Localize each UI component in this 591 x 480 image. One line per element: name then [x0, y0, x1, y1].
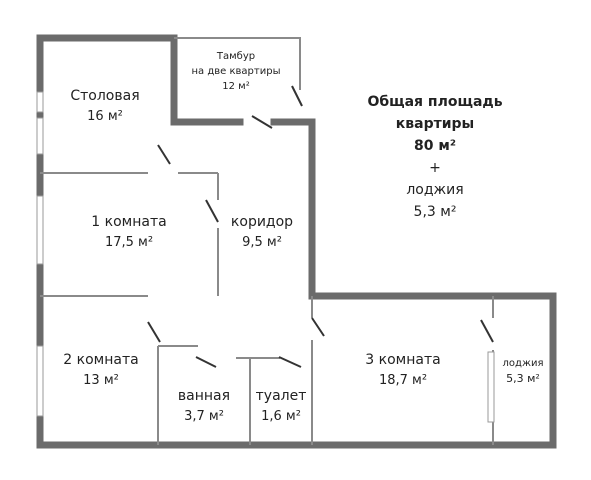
- room3-name: 3 комната: [365, 352, 440, 368]
- door-room2: [147, 321, 161, 343]
- summary-loggia-label: лоджия: [406, 182, 463, 198]
- loggia-name: лоджия: [503, 358, 544, 369]
- summary-plus: +: [429, 160, 441, 176]
- inner-walls: [40, 37, 494, 445]
- windows: [36, 91, 495, 423]
- door-entrance: [251, 115, 273, 129]
- door-room3: [311, 317, 325, 337]
- vestibule-name-2: на две квартиры: [192, 66, 281, 77]
- corridor-area: 9,5 м²: [242, 235, 282, 250]
- toilet-area: 1,6 м²: [261, 409, 301, 424]
- door-dining: [157, 144, 171, 165]
- bathroom-area: 3,7 м²: [184, 409, 224, 424]
- door-bathroom: [195, 356, 217, 368]
- dining-name: Столовая: [70, 88, 139, 104]
- window-loggia: [487, 351, 495, 423]
- vestibule-wall: [174, 37, 301, 90]
- window-room2: [36, 345, 44, 417]
- window-dining-2: [36, 117, 44, 155]
- dining-area: 16 м²: [87, 109, 123, 124]
- summary-loggia-area: 5,3 м²: [414, 204, 457, 220]
- door-toilet: [278, 356, 302, 368]
- room-labels: Столовая 16 м² Тамбур на две квартиры 12…: [63, 51, 543, 424]
- vestibule-area: 12 м²: [222, 81, 249, 92]
- room1-name: 1 комната: [91, 214, 166, 230]
- loggia-area: 5,3 м²: [506, 372, 540, 385]
- summary-total: 80 м²: [414, 138, 456, 154]
- door-vestibule: [291, 85, 303, 107]
- room2-name: 2 комната: [63, 352, 138, 368]
- window-dining-1: [36, 91, 44, 113]
- window-room1: [36, 195, 44, 265]
- room3-area: 18,7 м²: [379, 373, 427, 388]
- vestibule-name-1: Тамбур: [216, 51, 255, 62]
- door-room1: [205, 199, 219, 223]
- corridor-name: коридор: [231, 214, 293, 230]
- area-summary: Общая площадь квартиры 80 м² + лоджия 5,…: [367, 94, 502, 220]
- room2-area: 13 м²: [83, 373, 119, 388]
- room1-area: 17,5 м²: [105, 235, 153, 250]
- door-loggia: [480, 319, 494, 343]
- doors: [147, 85, 494, 368]
- bathroom-name: ванная: [178, 388, 230, 404]
- summary-line2: квартиры: [396, 116, 474, 132]
- summary-line1: Общая площадь: [367, 94, 502, 110]
- toilet-name: туалет: [256, 388, 307, 404]
